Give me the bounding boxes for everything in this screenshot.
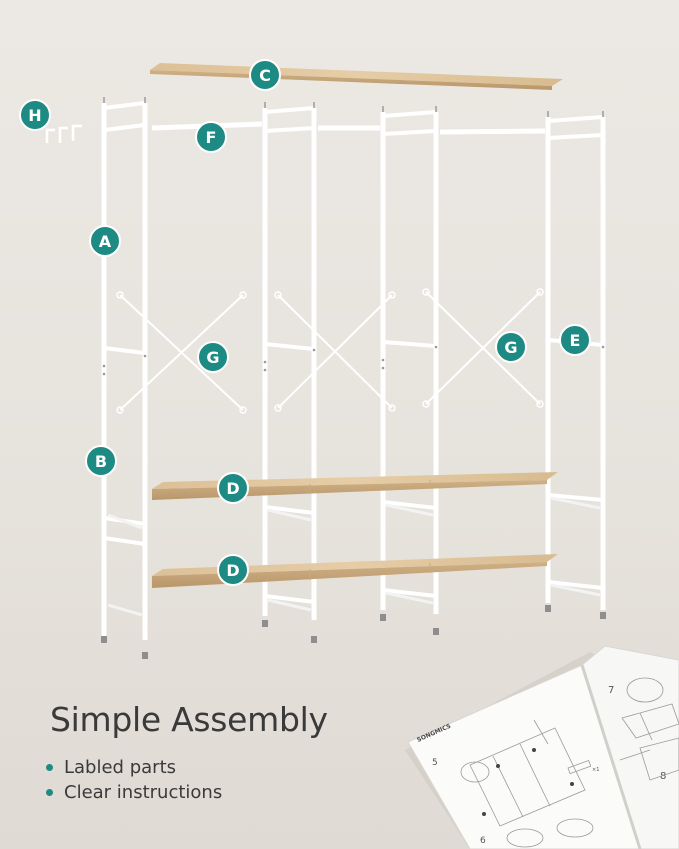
instruction-manual: SONGMICS 5 6 ×1 7 8 [405, 645, 679, 849]
svg-text:G: G [504, 338, 517, 357]
svg-text:H: H [28, 106, 41, 125]
shelf-lower [152, 554, 558, 588]
feature-text: Clear instructions [64, 782, 223, 803]
svg-text:E: E [570, 331, 581, 350]
top-pins [103, 97, 604, 117]
shelf-upper [152, 472, 558, 500]
label-badge-d-lower: D [217, 554, 249, 586]
svg-text:C: C [259, 66, 271, 85]
label-badge-g-right: G [495, 331, 527, 363]
label-badge-f: F [195, 121, 227, 153]
cross-braces [119, 291, 541, 411]
feature-item-labeled-parts: Labled parts [46, 755, 222, 780]
hooks-part [45, 124, 82, 143]
bullet-dot-icon [46, 764, 53, 771]
svg-text:G: G [206, 348, 219, 367]
brace-end-rings [116, 288, 544, 414]
manual-page-7: 7 [608, 685, 614, 696]
label-badge-a: A [89, 225, 121, 257]
frame-crossbars [103, 101, 604, 604]
manual-step-count: ×1 [592, 767, 599, 773]
manual-left-dots [482, 748, 574, 816]
feature-list: Labled parts Clear instructions [46, 755, 222, 805]
svg-text:D: D [226, 479, 239, 498]
upright-holes [102, 345, 605, 376]
label-badge-g-left: G [197, 341, 229, 373]
bullet-dot-icon [46, 789, 53, 796]
manual-page-5: 5 [432, 758, 438, 768]
manual-page-8: 8 [660, 771, 666, 782]
headline: Simple Assembly [50, 700, 328, 739]
label-badge-d-upper: D [217, 472, 249, 504]
label-badge-b: B [85, 445, 117, 477]
label-badge-c: C [249, 59, 281, 91]
feature-text: Labled parts [64, 757, 176, 778]
svg-text:A: A [99, 232, 112, 251]
feature-item-clear-instructions: Clear instructions [46, 780, 222, 805]
label-badge-h: H [19, 99, 51, 131]
manual-page-6: 6 [480, 836, 486, 846]
manual-right-illustrations [619, 677, 679, 781]
frame-feet [101, 605, 606, 659]
top-shelf [150, 63, 563, 90]
svg-text:D: D [226, 561, 239, 580]
svg-text:F: F [206, 128, 217, 147]
label-badge-e: E [559, 324, 591, 356]
side-rails [107, 496, 601, 617]
svg-text:B: B [95, 452, 107, 471]
